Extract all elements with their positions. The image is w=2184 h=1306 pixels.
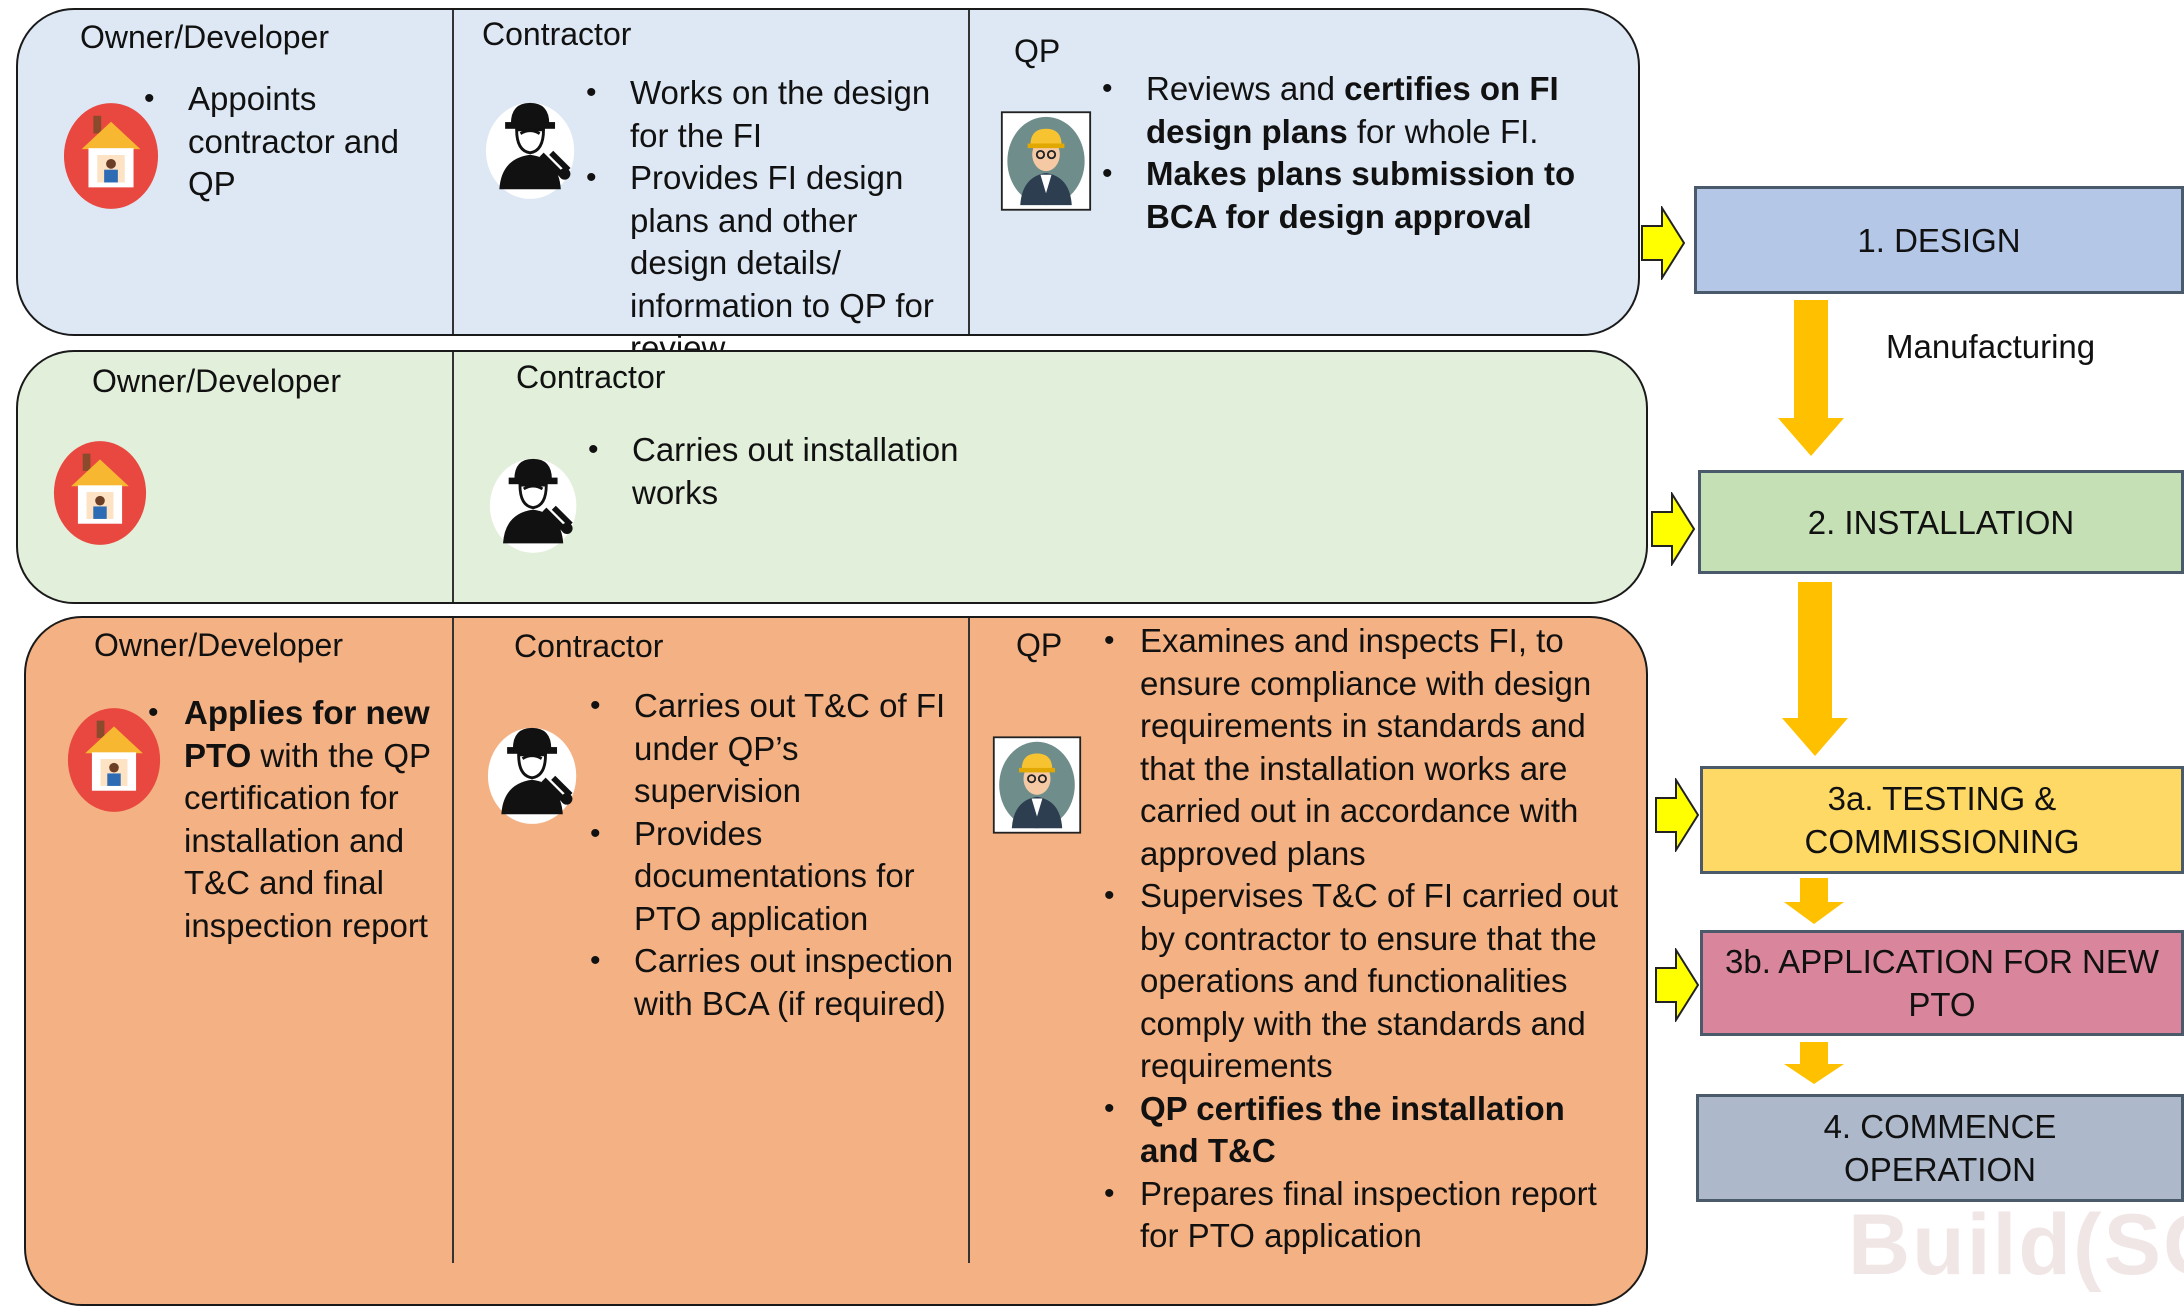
list-item: Provides documentations for PTO applicat… (584, 813, 964, 941)
stage-label-line: 3a. TESTING & (1827, 780, 2057, 817)
list-item-bold: Applies for new PTO (184, 694, 430, 774)
stage-label-line: 3b. APPLICATION FOR NEW (1725, 943, 2159, 980)
design-owner-header: Owner/Developer (80, 19, 329, 55)
list-item: Works on the design for the FI (580, 72, 960, 157)
list-item-text: with the QP certification for installati… (184, 736, 431, 944)
stage-label-line: 4. COMMENCE (1823, 1108, 2057, 1145)
stage-label: 1. DESIGN (1857, 221, 2021, 259)
stage-design-box: 1. DESIGN (1694, 186, 2184, 294)
stage-testing-box: 3a. TESTING & COMMISSIONING (1700, 766, 2184, 874)
design-contractor-list: Works on the design for the FI Provides … (580, 72, 960, 370)
testing-qp-list: Examines and inspects FI, to ensure comp… (1104, 620, 1624, 1258)
stage-label: 4. COMMENCE OPERATION (1824, 1105, 2057, 1191)
side-arrow-icon (1655, 778, 1700, 852)
list-item-bold: Makes plans submission to BCA for design… (1146, 155, 1576, 235)
stage-label: 3a. TESTING & COMMISSIONING (1804, 777, 2079, 863)
worker-icon (486, 718, 582, 828)
list-item: Appoints contractor and QP (138, 78, 438, 206)
design-panel-divider (452, 10, 454, 334)
list-item: Examines and inspects FI, to ensure comp… (1104, 620, 1624, 875)
installation-owner-header: Owner/Developer (92, 363, 341, 399)
stage-label: 3b. APPLICATION FOR NEW PTO (1725, 940, 2159, 1026)
stage-installation-box: 2. INSTALLATION (1698, 470, 2184, 574)
list-item: Carries out inspection with BCA (if requ… (584, 940, 964, 1025)
list-item-bold: certifies on FI design plans (1146, 70, 1559, 150)
stage-label-line: COMMISSIONING (1804, 823, 2080, 860)
list-item-text: Reviews and (1146, 70, 1345, 107)
installation-contractor-list: Carries out installation works (582, 429, 1022, 514)
list-item-text: for whole FI. (1347, 112, 1539, 150)
design-panel-divider (968, 10, 970, 334)
stage-commence-box: 4. COMMENCE OPERATION (1696, 1094, 2184, 1202)
side-arrow-icon (1655, 948, 1700, 1022)
testing-panel-divider (452, 618, 454, 1263)
list-item: Makes plans submission to BCA for design… (1096, 153, 1616, 238)
qp-icon (1000, 110, 1092, 212)
list-item: Carries out installation works (582, 429, 1022, 514)
testing-qp-header: QP (1016, 627, 1063, 663)
manufacturing-label: Manufacturing (1886, 328, 2096, 365)
stage-label-line: OPERATION (1844, 1151, 2036, 1188)
testing-owner-list: Applies for new PTO with the QP certific… (148, 692, 448, 947)
installation-panel-divider (452, 352, 454, 602)
qp-icon (992, 734, 1082, 836)
stage-application-box: 3b. APPLICATION FOR NEW PTO (1700, 930, 2184, 1036)
stage-label-line: PTO (1908, 986, 1976, 1023)
list-item: Reviews and certifies on FI design plans… (1096, 68, 1616, 153)
design-qp-list: Reviews and certifies on FI design plans… (1096, 68, 1616, 238)
down-arrow-icon (1782, 582, 1848, 756)
design-contractor-header: Contractor (482, 16, 632, 52)
testing-panel-divider (968, 618, 970, 1263)
down-arrow-icon (1778, 300, 1844, 456)
worker-icon (488, 448, 582, 558)
list-item-bold: QP certifies the installation and T&C (1140, 1089, 1565, 1170)
design-owner-list: Appoints contractor and QP (138, 78, 438, 206)
house-icon (52, 440, 148, 546)
list-item: Applies for new PTO with the QP certific… (148, 692, 448, 947)
design-qp-header: QP (1014, 33, 1061, 69)
list-item: Carries out T&C of FI under QP’s supervi… (584, 685, 964, 813)
watermark-logo: Build(SG) (1848, 1197, 2184, 1293)
side-arrow-icon (1651, 492, 1696, 566)
list-item: QP certifies the installation and T&C (1104, 1088, 1624, 1173)
side-arrow-icon (1641, 206, 1686, 280)
list-item: Prepares final inspection report for PTO… (1104, 1173, 1624, 1258)
down-arrow-icon (1784, 1042, 1844, 1084)
list-item: Provides FI design plans and other desig… (580, 157, 960, 370)
testing-contractor-list: Carries out T&C of FI under QP’s supervi… (584, 685, 964, 1025)
testing-owner-header: Owner/Developer (94, 627, 343, 663)
testing-contractor-header: Contractor (514, 628, 664, 664)
stage-label: 2. INSTALLATION (1807, 503, 2075, 541)
worker-icon (484, 92, 580, 204)
list-item: Supervises T&C of FI carried out by cont… (1104, 875, 1624, 1088)
down-arrow-icon (1784, 878, 1844, 924)
installation-contractor-header: Contractor (516, 359, 666, 395)
